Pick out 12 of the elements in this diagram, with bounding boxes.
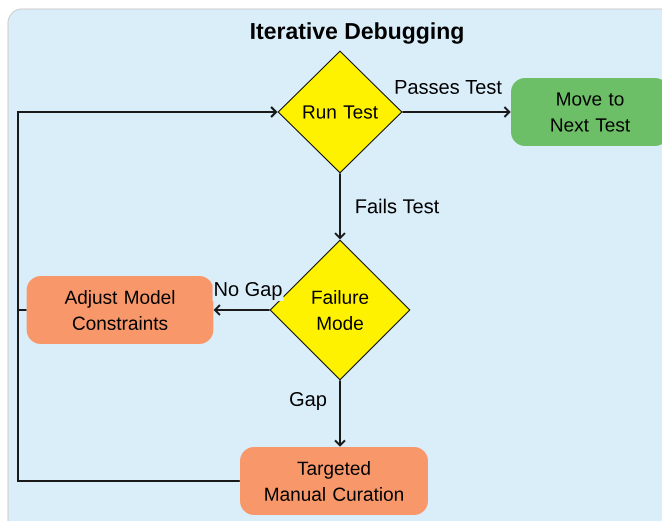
process-box: Move to Next Test bbox=[511, 78, 662, 146]
arrow bbox=[334, 174, 346, 240]
edge-label: Gap bbox=[288, 390, 328, 412]
arrow bbox=[402, 106, 511, 118]
process-box: Adjust Model Constraints bbox=[26, 276, 214, 344]
title: Iterative Debugging bbox=[251, 22, 463, 44]
arrow bbox=[17, 106, 278, 482]
arrow bbox=[214, 304, 270, 316]
arrow bbox=[334, 380, 346, 447]
edge-label: No Gap bbox=[212, 280, 284, 302]
edge-label: Fails Test bbox=[354, 198, 440, 214]
process-box: Targeted Manual Curation bbox=[240, 447, 428, 515]
